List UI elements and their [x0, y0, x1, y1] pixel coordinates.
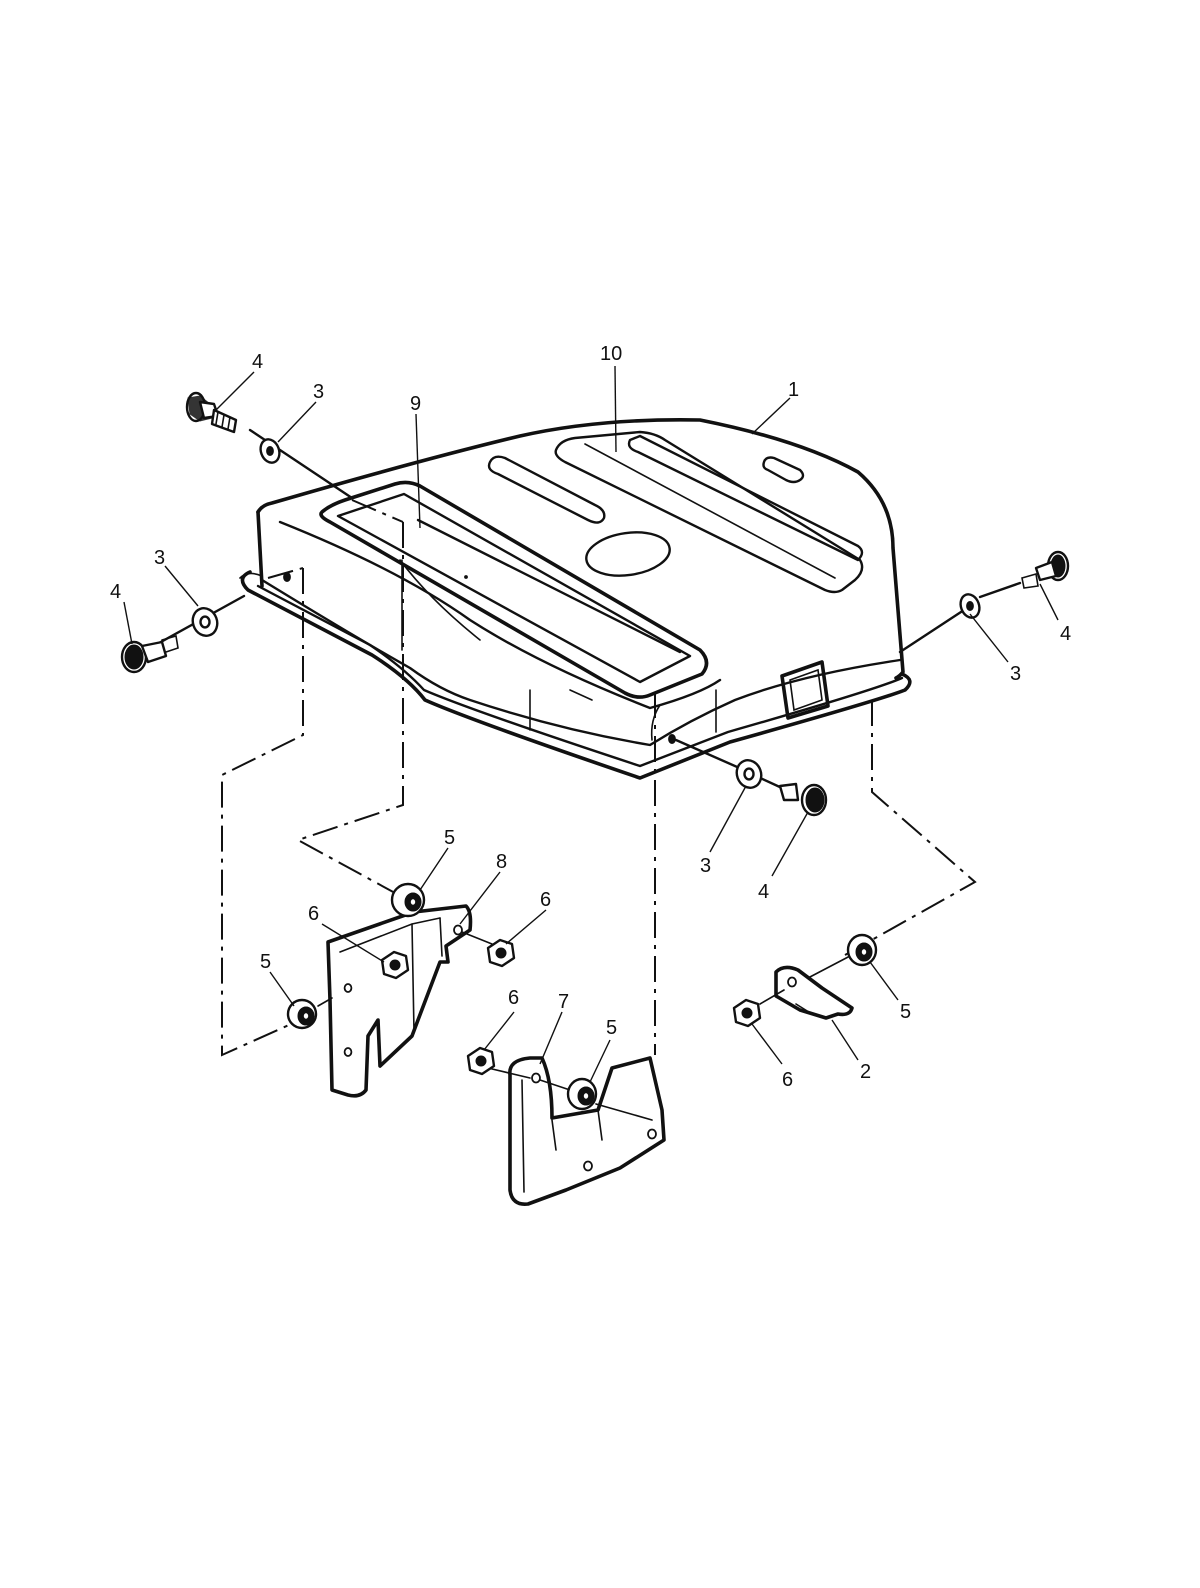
bolt-right: [898, 550, 1070, 654]
washer-left: [191, 607, 219, 637]
callout-labels: 4 3 9 10 1 3 4 4 3 3 4 5 8 6 6 5 6 7 5 5…: [110, 343, 1071, 1091]
bracket-left: [326, 904, 473, 1098]
callout-9: 9: [410, 393, 421, 415]
cover-side-window: [780, 660, 830, 720]
spacer-left-top: [390, 882, 426, 918]
callout-5: 5: [606, 1017, 617, 1039]
callout-4: 4: [1060, 623, 1071, 645]
cover-slot: [762, 456, 805, 484]
washer-top-left: [259, 438, 281, 464]
spacer-left-bottom: [286, 997, 333, 1030]
cover-round-opening: [585, 531, 671, 577]
callout-6: 6: [508, 987, 519, 1009]
callout-5: 5: [444, 827, 455, 849]
spacer-right: [807, 933, 878, 979]
callout-2: 2: [860, 1061, 871, 1083]
nut-bracket-center: [380, 950, 410, 980]
leader-lines: [123, 365, 1059, 1083]
nut-plate: [466, 1046, 531, 1079]
callout-10: 10: [600, 343, 622, 365]
cover-housing: [239, 418, 912, 780]
bracket-plate: [508, 1056, 666, 1207]
cover-body: [256, 418, 905, 680]
washer-right: [959, 593, 981, 619]
cover-rib: [416, 518, 682, 654]
nut-right: [732, 989, 785, 1028]
callout-1: 1: [788, 379, 799, 401]
cover-rib: [627, 434, 864, 562]
callout-6: 6: [782, 1069, 793, 1091]
callout-3: 3: [313, 381, 324, 403]
bolt-front: [674, 738, 828, 817]
callout-3: 3: [1010, 663, 1021, 685]
cover-rib: [487, 455, 606, 524]
spacer-plate: [539, 1077, 653, 1121]
bracket-small-right: [774, 965, 854, 1020]
callout-5: 5: [260, 951, 271, 973]
cover-strip-panel: [554, 430, 864, 594]
callout-4: 4: [252, 351, 263, 373]
callout-4: 4: [110, 581, 121, 603]
assembly-guide-lines: [221, 499, 977, 1057]
callout-5: 5: [900, 1001, 911, 1023]
cover-flange: [240, 570, 912, 780]
nut-bracket-right: [461, 931, 516, 968]
washer-front: [735, 759, 763, 789]
callout-3: 3: [154, 547, 165, 569]
callout-6: 6: [308, 903, 319, 925]
callout-6: 6: [540, 889, 551, 911]
bolt-left: [120, 594, 246, 674]
callout-3: 3: [700, 855, 711, 877]
cover-large-panel: [319, 480, 709, 699]
callout-8: 8: [496, 851, 507, 873]
callout-7: 7: [558, 991, 569, 1013]
callout-4: 4: [758, 881, 769, 903]
